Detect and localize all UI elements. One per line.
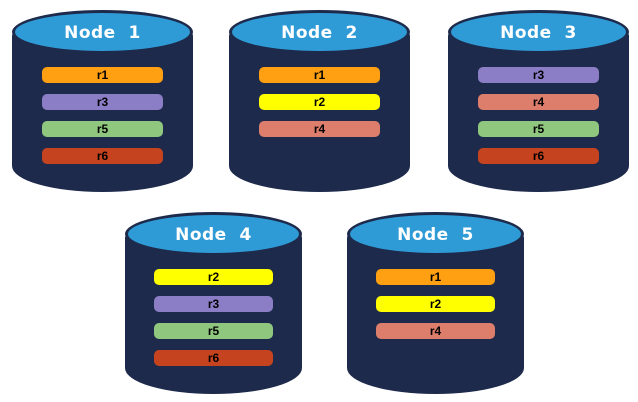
replica-label: r5 xyxy=(207,324,220,338)
replica-list: r3 r4 r5 r6 xyxy=(448,67,629,164)
replica-label: r4 xyxy=(532,95,545,109)
replica-label: r1 xyxy=(429,270,442,284)
node-label: Node 4 xyxy=(175,224,252,245)
replica-bar-r6: r6 xyxy=(41,148,164,164)
replica-bar-r1: r1 xyxy=(258,67,381,83)
replica-bar-r4: r4 xyxy=(258,121,381,137)
replica-list: r1 r2 r4 xyxy=(347,269,524,339)
node-label: Node 5 xyxy=(397,224,474,245)
cylinder-top: Node 5 xyxy=(347,212,524,256)
replica-bar-r2: r2 xyxy=(258,94,381,110)
replica-label: r3 xyxy=(532,68,545,82)
database-node-1: Node 1 r1 r3 r5 r6 xyxy=(12,8,193,192)
node-label: Node 1 xyxy=(64,22,141,43)
cylinder-body xyxy=(448,32,629,192)
replica-label: r3 xyxy=(207,297,220,311)
database-node-5: Node 5 r1 r2 r4 xyxy=(347,210,524,394)
replica-bar-r4: r4 xyxy=(477,94,600,110)
replica-label: r6 xyxy=(96,149,109,163)
replica-label: r6 xyxy=(532,149,545,163)
replica-bar-r2: r2 xyxy=(154,269,273,285)
replica-label: r4 xyxy=(313,122,326,136)
replica-bar-r6: r6 xyxy=(477,148,600,164)
replica-label: r1 xyxy=(96,68,109,82)
replica-bar-r1: r1 xyxy=(376,269,495,285)
node-label: Node 3 xyxy=(500,22,577,43)
replica-label: r5 xyxy=(96,122,109,136)
replica-list: r1 r3 r5 r6 xyxy=(12,67,193,164)
replica-bar-r3: r3 xyxy=(41,94,164,110)
cylinder-top: Node 4 xyxy=(125,212,302,256)
database-node-4: Node 4 r2 r3 r5 r6 xyxy=(125,210,302,394)
replica-label: r6 xyxy=(207,351,220,365)
node-label: Node 2 xyxy=(281,22,358,43)
cylinder-top: Node 3 xyxy=(448,10,629,54)
cylinder-top: Node 2 xyxy=(229,10,410,54)
replica-label: r5 xyxy=(532,122,545,136)
replica-bar-r5: r5 xyxy=(154,323,273,339)
replica-bar-r2: r2 xyxy=(376,296,495,312)
replica-bar-r6: r6 xyxy=(154,350,273,366)
replica-list: r2 r3 r5 r6 xyxy=(125,269,302,366)
replica-bar-r5: r5 xyxy=(477,121,600,137)
replica-bar-r1: r1 xyxy=(41,67,164,83)
database-node-3: Node 3 r3 r4 r5 r6 xyxy=(448,8,629,192)
cylinder-body xyxy=(12,32,193,192)
replica-label: r4 xyxy=(429,324,442,338)
replica-label: r2 xyxy=(429,297,442,311)
replica-label: r2 xyxy=(313,95,326,109)
database-node-2: Node 2 r1 r2 r4 xyxy=(229,8,410,192)
replica-bar-r4: r4 xyxy=(376,323,495,339)
cylinder-body xyxy=(229,32,410,192)
replica-label: r1 xyxy=(313,68,326,82)
cylinder-body xyxy=(125,234,302,394)
replica-list: r1 r2 r4 xyxy=(229,67,410,137)
cylinder-body xyxy=(347,234,524,394)
replica-bar-r3: r3 xyxy=(477,67,600,83)
replica-bar-r3: r3 xyxy=(154,296,273,312)
replica-label: r3 xyxy=(96,95,109,109)
cylinder-top: Node 1 xyxy=(12,10,193,54)
replica-bar-r5: r5 xyxy=(41,121,164,137)
replica-label: r2 xyxy=(207,270,220,284)
